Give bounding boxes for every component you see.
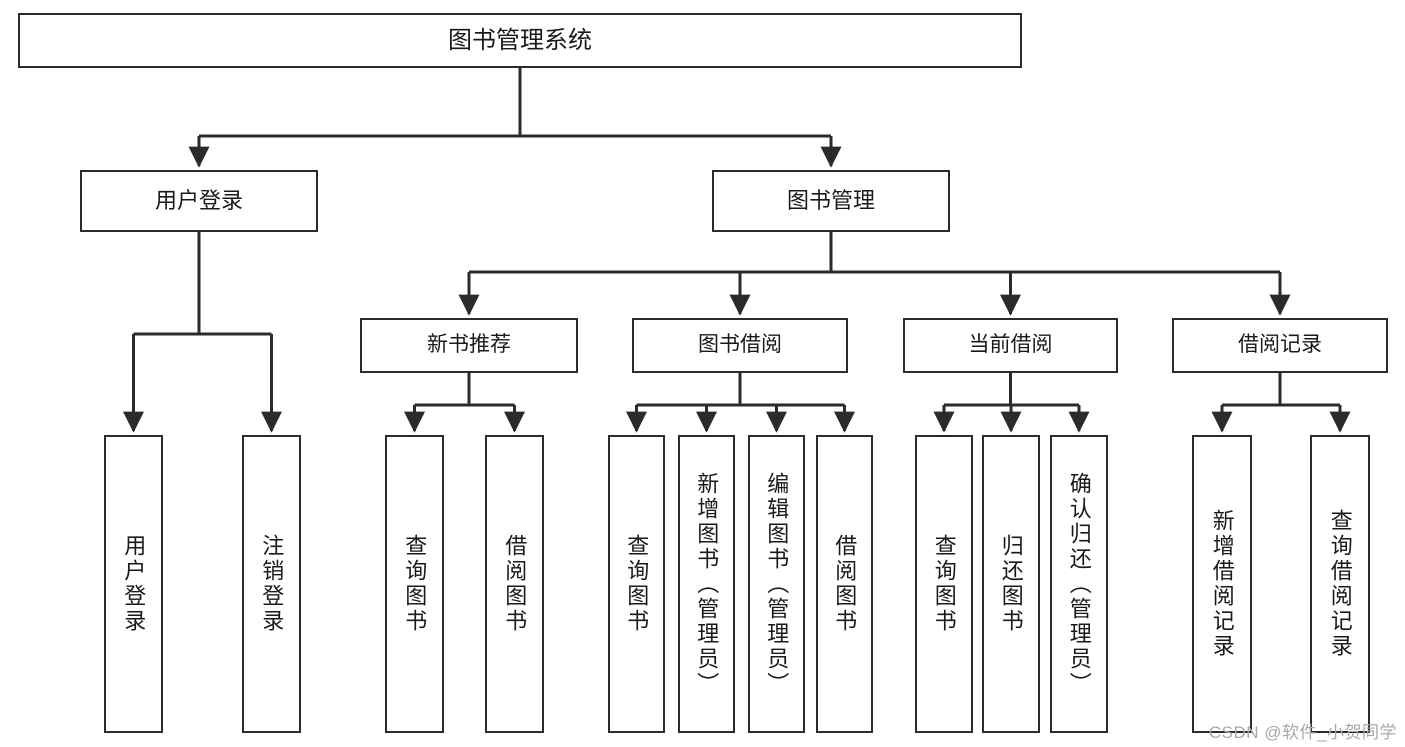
node-current-borrow-label: 当前借阅 xyxy=(968,333,1053,357)
node-leaf-borrow-book-2[interactable]: 借阅图书 xyxy=(816,435,873,733)
node-leaf-query-book-2[interactable]: 查询图书 xyxy=(608,435,665,733)
node-borrow-record-label: 借阅记录 xyxy=(1238,333,1322,357)
node-leaf-borrow-book-1-label: 借阅图书 xyxy=(502,534,528,634)
node-leaf-query-record-label: 查询借阅记录 xyxy=(1327,509,1353,659)
node-borrow-record[interactable]: 借阅记录 xyxy=(1172,318,1388,373)
node-leaf-add-record-label: 新增借阅记录 xyxy=(1209,509,1235,659)
node-leaf-user-login[interactable]: 用户登录 xyxy=(104,435,163,733)
node-leaf-query-book-1[interactable]: 查询图书 xyxy=(385,435,444,733)
node-leaf-logout-label: 注销登录 xyxy=(259,534,285,634)
node-leaf-add-record[interactable]: 新增借阅记录 xyxy=(1192,435,1252,733)
node-leaf-query-book-3[interactable]: 查询图书 xyxy=(915,435,973,733)
node-leaf-logout[interactable]: 注销登录 xyxy=(242,435,301,733)
node-leaf-borrow-book-1[interactable]: 借阅图书 xyxy=(485,435,544,733)
node-leaf-return-book-label: 归还图书 xyxy=(998,534,1024,634)
node-book-borrow-label: 图书借阅 xyxy=(698,333,782,357)
node-root-label: 图书管理系统 xyxy=(448,26,592,54)
node-leaf-add-book-label: 新增图书（管理员） xyxy=(694,471,720,697)
node-leaf-confirm-return[interactable]: 确认归还（管理员） xyxy=(1050,435,1108,733)
node-leaf-query-book-1-label: 查询图书 xyxy=(402,534,428,634)
node-new-book-recommend[interactable]: 新书推荐 xyxy=(360,318,578,373)
node-book-manage[interactable]: 图书管理 xyxy=(712,170,950,232)
node-leaf-return-book[interactable]: 归还图书 xyxy=(982,435,1040,733)
node-leaf-add-book[interactable]: 新增图书（管理员） xyxy=(678,435,735,733)
node-new-book-recommend-label: 新书推荐 xyxy=(427,333,511,357)
node-leaf-edit-book-label: 编辑图书（管理员） xyxy=(764,471,790,697)
watermark: CSDN @软件_小贺同学 xyxy=(1208,723,1397,742)
node-leaf-query-record[interactable]: 查询借阅记录 xyxy=(1310,435,1370,733)
node-leaf-confirm-return-label: 确认归还（管理员） xyxy=(1066,471,1092,697)
node-book-borrow[interactable]: 图书借阅 xyxy=(632,318,848,373)
node-leaf-edit-book[interactable]: 编辑图书（管理员） xyxy=(748,435,805,733)
node-leaf-user-login-label: 用户登录 xyxy=(121,534,147,634)
node-book-manage-label: 图书管理 xyxy=(786,188,875,214)
node-leaf-query-book-2-label: 查询图书 xyxy=(624,534,650,634)
node-user-login-label: 用户登录 xyxy=(154,188,243,214)
node-leaf-borrow-book-2-label: 借阅图书 xyxy=(832,534,858,634)
node-root[interactable]: 图书管理系统 xyxy=(18,13,1022,68)
node-leaf-query-book-3-label: 查询图书 xyxy=(931,534,957,634)
node-current-borrow[interactable]: 当前借阅 xyxy=(903,318,1118,373)
node-user-login[interactable]: 用户登录 xyxy=(80,170,318,232)
